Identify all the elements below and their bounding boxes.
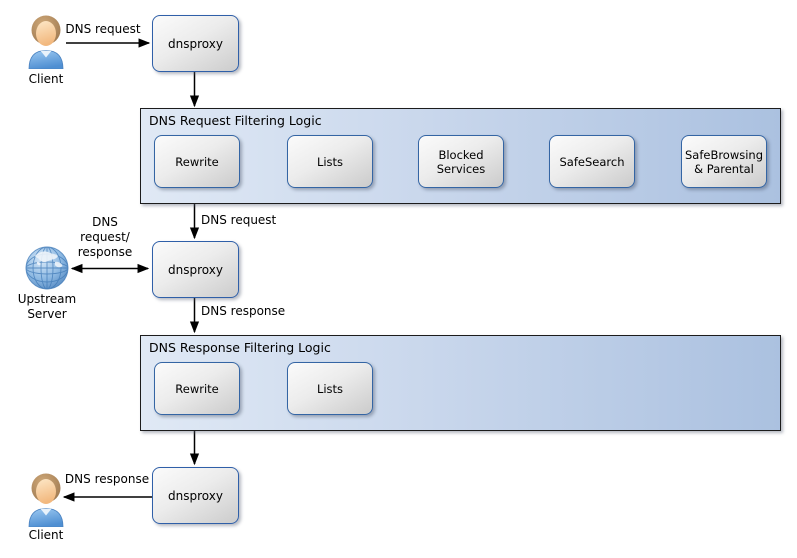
box-lists-request-label: Lists bbox=[316, 154, 344, 169]
upstream-exchange-line2: request/ bbox=[80, 230, 130, 244]
box-lists-response: Lists bbox=[287, 362, 373, 415]
box-rewrite-request: Rewrite bbox=[154, 135, 240, 188]
globe-icon bbox=[25, 246, 69, 290]
box-safebrowsing-parental-label: SafeBrowsing & Parental bbox=[684, 147, 764, 176]
box-lists-response-label: Lists bbox=[316, 381, 344, 396]
client-top-label: Client bbox=[28, 72, 64, 86]
client-top-figure bbox=[26, 13, 66, 70]
node-dnsproxy-2: dnsproxy bbox=[152, 241, 239, 298]
edge-label-client-request: DNS request bbox=[65, 22, 141, 36]
node-dnsproxy-3-label: dnsproxy bbox=[168, 488, 223, 503]
box-safesearch: SafeSearch bbox=[549, 135, 635, 188]
upstream-label-line2: Server bbox=[27, 307, 67, 321]
edge-label-upstream-exchange: DNS request/ response bbox=[58, 215, 152, 260]
client-bottom-figure bbox=[26, 471, 66, 528]
person-icon bbox=[28, 15, 64, 70]
edge-label-proxy-response: DNS response bbox=[201, 304, 286, 318]
node-dnsproxy-1-label: dnsproxy bbox=[168, 36, 223, 51]
box-lists-request: Lists bbox=[287, 135, 373, 188]
node-dnsproxy-3: dnsproxy bbox=[152, 467, 239, 524]
box-safebrowsing-parental: SafeBrowsing & Parental bbox=[681, 135, 767, 188]
box-blocked-services: Blocked Services bbox=[418, 135, 504, 188]
upstream-label-line1: Upstream bbox=[17, 292, 77, 306]
container-dns-response-filtering: DNS Response Filtering Logic Rewrite Lis… bbox=[140, 335, 781, 431]
upstream-server-figure bbox=[25, 246, 69, 290]
response-filter-title: DNS Response Filtering Logic bbox=[149, 340, 331, 355]
upstream-exchange-line3: response bbox=[77, 245, 133, 259]
container-dns-request-filtering: DNS Request Filtering Logic Rewrite List… bbox=[140, 108, 781, 204]
box-safesearch-label: SafeSearch bbox=[559, 154, 625, 169]
person-icon bbox=[28, 473, 64, 528]
client-bottom-label: Client bbox=[28, 528, 64, 542]
request-filter-title: DNS Request Filtering Logic bbox=[149, 113, 322, 128]
box-rewrite-response-label: Rewrite bbox=[175, 381, 219, 396]
edge-label-filtered-request: DNS request bbox=[201, 213, 277, 227]
box-blocked-services-label: Blocked Services bbox=[436, 147, 486, 176]
box-rewrite-response: Rewrite bbox=[154, 362, 240, 415]
upstream-server-label: Upstream Server bbox=[3, 292, 91, 322]
edge-label-client-response: DNS response bbox=[64, 472, 150, 486]
upstream-exchange-line1: DNS bbox=[92, 215, 118, 229]
node-dnsproxy-2-label: dnsproxy bbox=[168, 262, 223, 277]
box-rewrite-request-label: Rewrite bbox=[175, 154, 219, 169]
node-dnsproxy-1: dnsproxy bbox=[152, 15, 239, 72]
